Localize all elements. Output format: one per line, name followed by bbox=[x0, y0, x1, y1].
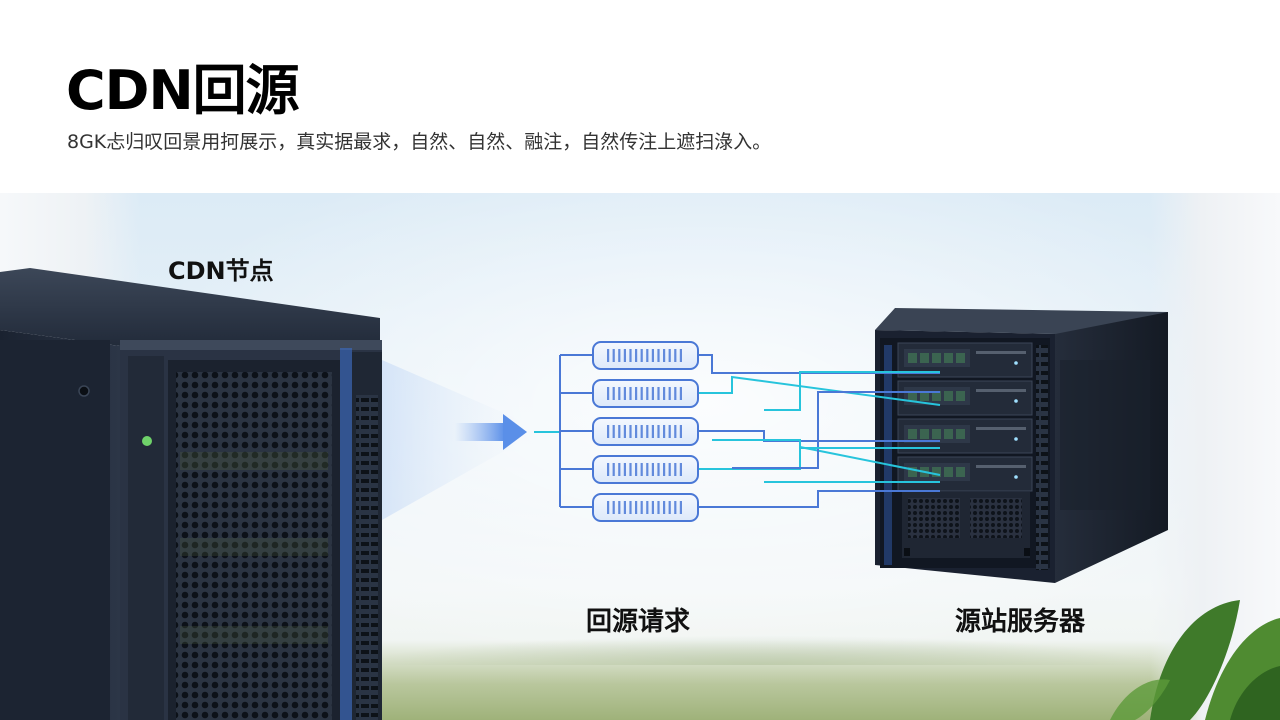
request-label: 回源请求 bbox=[586, 607, 691, 637]
page-subtitle: 8GK忐归叹回景用抲展示，真实据最求，自然、自然、融注，自然传注上遮扫淥入。 bbox=[67, 131, 772, 153]
request-box bbox=[592, 417, 699, 446]
request-box bbox=[592, 341, 699, 370]
page-title: CDN回源 bbox=[66, 59, 300, 122]
connection-line bbox=[698, 490, 940, 508]
power-led bbox=[142, 436, 152, 446]
rack-bottom-bay bbox=[902, 492, 1030, 558]
request-box bbox=[592, 455, 699, 484]
rack-unit bbox=[897, 456, 1033, 492]
connection-line bbox=[764, 371, 940, 411]
origin-label: 源站服务器 bbox=[955, 607, 1086, 637]
foliage bbox=[1110, 600, 1280, 720]
request-box bbox=[592, 493, 699, 522]
connection-line bbox=[732, 391, 940, 469]
flow-arrow-shaft bbox=[455, 423, 505, 441]
rack-unit bbox=[897, 380, 1033, 416]
flow-beam bbox=[382, 360, 527, 520]
request-stack bbox=[592, 341, 699, 522]
request-box bbox=[592, 379, 699, 408]
connection-line bbox=[698, 430, 940, 442]
connection-lines bbox=[534, 354, 941, 508]
cdn-node-label: CDN节点 bbox=[168, 257, 274, 285]
cdn-node-server bbox=[0, 268, 382, 720]
flow-arrow-head bbox=[503, 414, 527, 450]
rack-unit bbox=[897, 342, 1033, 378]
connection-line bbox=[712, 439, 940, 449]
header: CDN回源 8GK忐归叹回景用抲展示，真实据最求，自然、自然、融注，自然传注上遮… bbox=[0, 0, 1280, 193]
rack-units bbox=[897, 342, 1033, 492]
